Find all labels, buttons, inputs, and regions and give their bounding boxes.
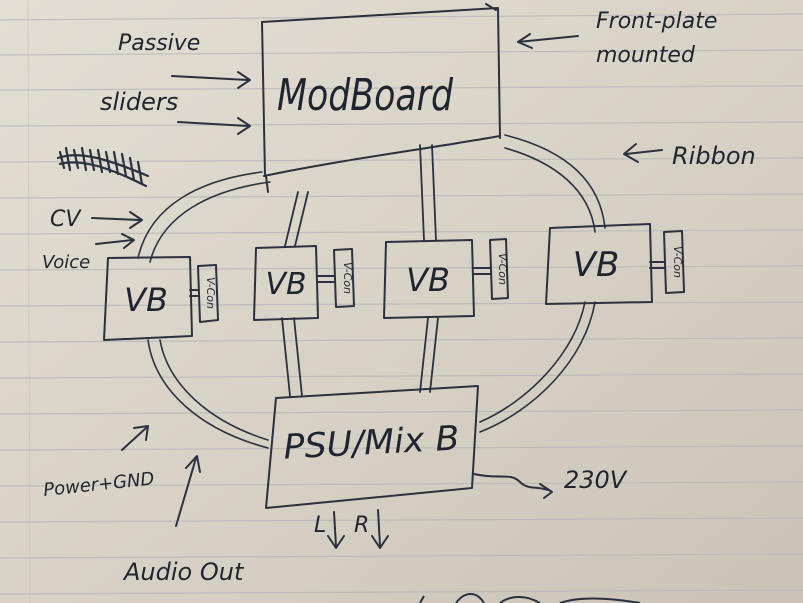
vb-box-1 (103, 256, 193, 341)
arrow-audio-out (175, 457, 197, 527)
vb-label-3: VB (406, 261, 450, 299)
psu-mix-box (265, 385, 479, 509)
arrowhead-voice (121, 233, 135, 249)
arrow-ribbon (625, 149, 663, 155)
margin-line (27, 0, 31, 603)
modboard-box (261, 3, 501, 193)
vb-box-3 (383, 239, 475, 319)
audio-out-label: Audio Out (122, 558, 245, 586)
plug-icon (539, 483, 553, 499)
arrowhead-cv (129, 211, 143, 229)
passive-label: Passive (118, 31, 200, 56)
ribbon-label: Ribbon (672, 142, 756, 170)
modboard-label: ModBoard (277, 70, 454, 121)
vb-label-4: VB (573, 245, 620, 285)
arrowhead-front-plate (517, 33, 533, 49)
audio-output-arrows (327, 509, 389, 549)
scribbled-out-text (56, 146, 150, 188)
mains-voltage-label: 230V (564, 466, 628, 494)
psu-mix-label: PSU/Mix B (282, 418, 460, 467)
arrow-voice (95, 239, 133, 245)
arrowhead-ribbon (623, 143, 639, 163)
vcon-label-4: V-Con (671, 246, 684, 278)
vcon-label-2: V-Con (341, 262, 354, 294)
cv-label: CV (50, 207, 82, 232)
mounted-label: mounted (596, 43, 696, 68)
left-output-label: L (314, 513, 326, 538)
sliders-label: sliders (100, 88, 178, 116)
mains-cable (473, 473, 549, 491)
vcon-3 (473, 238, 509, 300)
voice-label: Voice (42, 252, 90, 273)
arrow-power (121, 427, 147, 451)
ribbon-cable-loop (137, 134, 606, 449)
vb-box-2 (253, 245, 319, 321)
arrowhead-passive-2 (237, 117, 251, 135)
arrow-cv (91, 217, 141, 221)
vcon-label-3: V-Con (496, 253, 509, 285)
vertical-ribbon-links (281, 144, 439, 397)
ruled-lines (0, 13, 803, 595)
cropped-text-bottom (419, 593, 641, 603)
arrow-passive-1 (171, 75, 249, 81)
vb-label-2: VB (265, 267, 306, 302)
vcon-label-1: V-Con (204, 277, 217, 309)
arrowhead-passive-1 (237, 71, 251, 89)
vcon-2 (317, 248, 355, 308)
arrowhead-audio-out (185, 455, 201, 473)
arrow-passive-2 (177, 121, 249, 127)
vb-box-4 (545, 223, 653, 305)
vb-label-1: VB (124, 281, 168, 319)
arrow-front-plate (517, 35, 579, 43)
front-plate-label: Front-plate (596, 9, 717, 34)
vcon-1 (189, 264, 219, 323)
right-output-label: R (354, 513, 369, 538)
vcon-4 (649, 230, 685, 294)
arrowhead-power (133, 425, 149, 441)
